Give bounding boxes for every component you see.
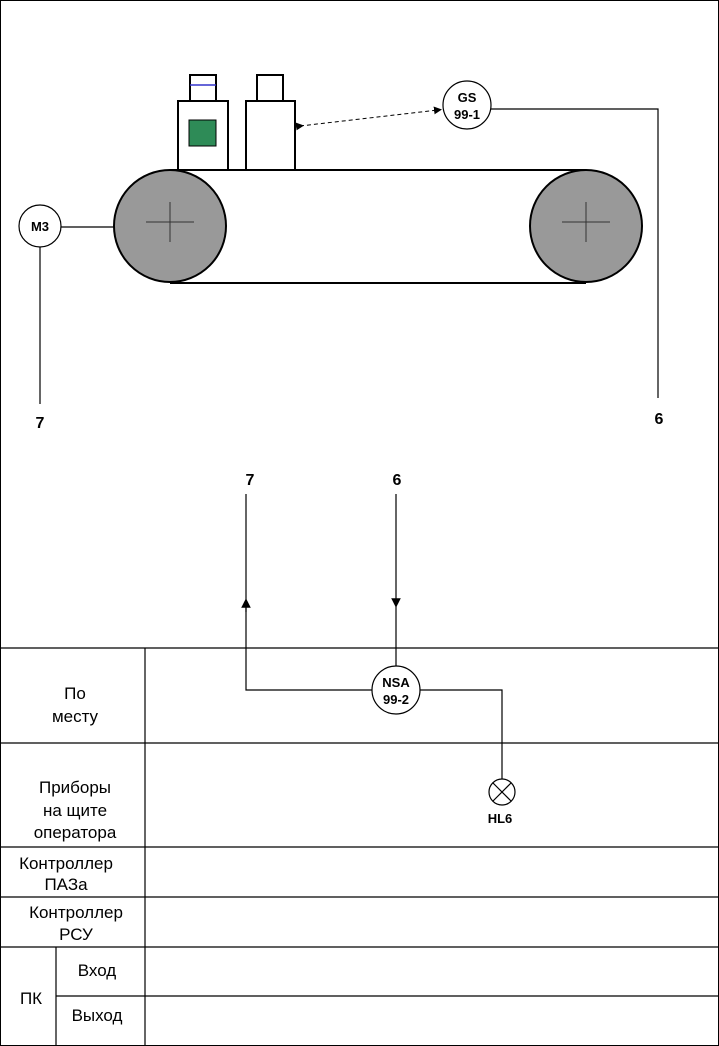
right-pulley [529, 169, 643, 283]
row-paz-line2: ПАЗа [44, 875, 88, 894]
row-pc-input: Вход [78, 961, 117, 980]
connector-6-bottom: 6 [393, 472, 402, 489]
connector-6-top: 6 [655, 411, 664, 428]
row-panel-line3: оператора [34, 823, 117, 842]
motor-m3: M3 [18, 204, 62, 248]
row-rsu-line1: Контроллер [29, 903, 123, 922]
nsa-tag-line2: 99-2 [383, 692, 409, 707]
gs-signal-line [491, 108, 659, 398]
gs-tag-line2: 99-1 [454, 107, 480, 122]
row-rsu-line2: РСУ [59, 925, 93, 944]
row-local-line2: месту [52, 707, 99, 726]
nsa-99-2-instrument: NSA 99-2 [371, 665, 421, 715]
lamp-hl6: HL6 [488, 778, 516, 826]
gs-sensing-link [295, 106, 442, 131]
motor-label: M3 [31, 219, 49, 234]
row-panel-line2: на щите [43, 801, 107, 820]
lamp-signal-line [420, 689, 503, 779]
row-pc-label: ПК [20, 989, 42, 1008]
product-box [245, 74, 296, 171]
lamp-label: HL6 [488, 811, 513, 826]
green-indicator [188, 119, 217, 147]
product-box-with-indicator [177, 74, 229, 171]
gs-tag-line1: GS [458, 90, 477, 105]
left-pulley [113, 169, 227, 283]
connector-7-bottom: 7 [246, 472, 255, 489]
row-paz-line1: Контроллер [19, 854, 113, 873]
gs-99-1-instrument: GS 99-1 [442, 80, 492, 130]
row-pc-output: Выход [72, 1006, 123, 1025]
conveyor [113, 169, 643, 284]
connector-7-top: 7 [36, 415, 45, 432]
row-local-line1: По [64, 684, 86, 703]
row-panel-line1: Приборы [39, 778, 111, 797]
nsa-tag-line1: NSA [382, 675, 410, 690]
level-table [0, 647, 719, 1046]
signal-7-line [245, 606, 372, 691]
